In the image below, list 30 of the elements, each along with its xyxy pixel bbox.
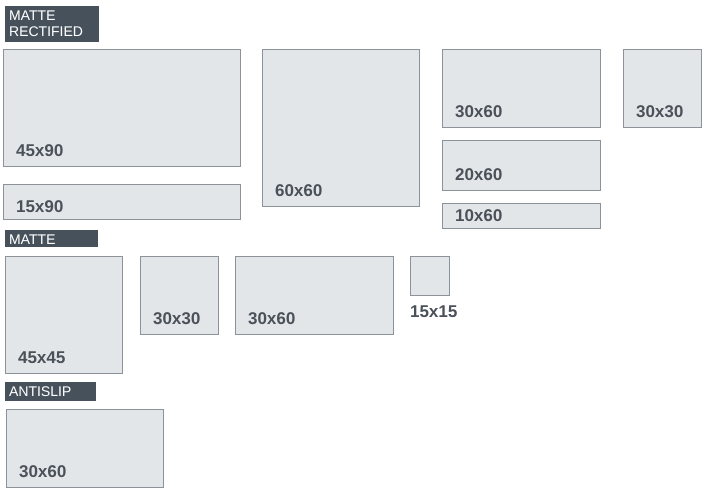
size-label: 30x60 (19, 462, 66, 481)
size-label: 30x30 (636, 102, 684, 121)
size-label: 60x60 (275, 181, 322, 200)
size-label: 15x15 (410, 302, 458, 322)
tile-swatch (442, 140, 601, 191)
tile-swatch (442, 203, 601, 229)
size-label: 15x90 (16, 197, 64, 216)
tile-swatch (6, 409, 164, 488)
section-heading: MATTE RECTIFIED (9, 7, 84, 39)
size-label: 45x90 (16, 141, 64, 160)
section-heading: MATTE (9, 231, 56, 247)
size-label: 10x60 (455, 206, 502, 225)
size-label: 30x60 (455, 102, 502, 121)
section-heading: ANTISLIP (9, 383, 72, 399)
tile-swatch (623, 49, 702, 128)
section-banner (5, 230, 98, 247)
tile-swatch (5, 256, 123, 374)
tile-swatch (3, 184, 241, 220)
tile-swatch (442, 49, 601, 128)
size-label: 45x45 (18, 348, 66, 367)
tile-swatch (3, 49, 241, 167)
size-label: 30x60 (248, 309, 296, 328)
tile-swatch (235, 256, 394, 335)
tile-swatch (410, 256, 450, 296)
tile-swatch (140, 256, 219, 335)
section-banner (5, 382, 96, 401)
size-label: 30x30 (153, 309, 200, 328)
tile-swatch (262, 49, 420, 207)
size-label: 20x60 (455, 165, 502, 184)
section-banner (5, 6, 99, 42)
